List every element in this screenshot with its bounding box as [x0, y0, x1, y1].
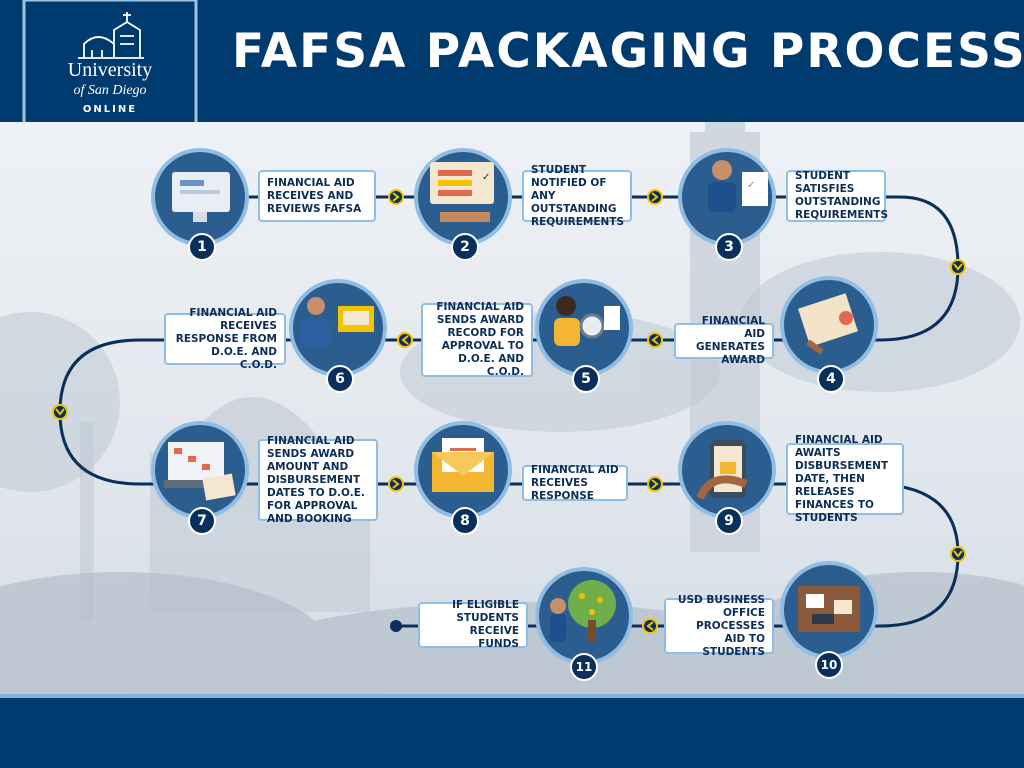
money-tree-icon — [550, 580, 616, 642]
logo-line-3: ONLINE — [83, 104, 137, 115]
checklist-screen-icon: ✓ — [430, 162, 494, 222]
step-2-label: STUDENT NOTIFIED OF ANY OUTSTANDING REQU… — [522, 164, 632, 228]
magnifying-glass-icon — [554, 296, 620, 346]
logo-line-2: of San Diego — [73, 83, 146, 98]
arrow-down-icon — [52, 404, 68, 420]
svg-text:✓: ✓ — [747, 180, 755, 191]
step-8-label: FINANCIAL AID RECEIVES RESPONSE — [522, 464, 628, 502]
step-10-label: USD BUSINESS OFFICE PROCESSES AID TO STU… — [664, 594, 774, 658]
arrow-down-icon — [950, 259, 966, 275]
step-5-label: FINANCIAL AID SENDS AWARD RECORD FOR APP… — [421, 301, 533, 378]
arrow-down-icon — [950, 546, 966, 562]
step-4-label: FINANCIAL AID GENERATES AWARD — [674, 315, 774, 366]
page-title: FAFSA PACKAGING PROCESS — [232, 24, 1024, 79]
flow-arrows — [52, 189, 966, 634]
step-5-number: 5 — [572, 365, 600, 393]
step-3-number: 3 — [715, 233, 743, 261]
office-desk-icon — [798, 586, 860, 632]
step-11-number: 11 — [570, 653, 598, 681]
arrow-right-icon — [388, 189, 404, 205]
step-circles — [151, 148, 878, 665]
step-7-label: FINANCIAL AID SENDS AWARD AMOUNT AND DIS… — [258, 435, 378, 525]
computer-monitor-icon — [172, 172, 230, 222]
step-2-number: 2 — [451, 233, 479, 261]
step-9-number: 9 — [715, 507, 743, 535]
laptop-calendar-icon — [164, 442, 236, 501]
step-8-number: 8 — [451, 507, 479, 535]
step-3-label: STUDENT SATISFIES OUTSTANDING REQUIREMEN… — [786, 170, 888, 222]
arrow-left-icon — [397, 332, 413, 348]
footer-bar — [0, 698, 1024, 768]
step-6-label: FINANCIAL AID RECEIVES RESPONSE FROM D.O… — [164, 307, 286, 371]
step-4-number: 4 — [817, 365, 845, 393]
step-11-label: IF ELIGIBLE STUDENTS RECEIVE FUNDS — [418, 599, 528, 650]
arrow-left-icon — [642, 618, 658, 634]
arrow-right-icon — [388, 476, 404, 492]
phone-mail-icon — [696, 440, 748, 500]
step-9-label: FINANCIAL AID AWAITS DISBURSEMENT DATE, … — [786, 434, 904, 524]
arrow-right-icon — [647, 476, 663, 492]
arrow-right-icon — [647, 189, 663, 205]
svg-text:✓: ✓ — [482, 172, 490, 183]
person-at-computer-icon — [300, 297, 374, 348]
step-10-number: 10 — [815, 651, 843, 679]
logo-line-1: University — [68, 59, 152, 81]
arrow-left-icon — [647, 332, 663, 348]
mission-building-icon — [78, 12, 144, 59]
step-1-number: 1 — [188, 233, 216, 261]
award-document-icon — [798, 293, 858, 355]
envelope-icon — [432, 438, 494, 492]
step-6-number: 6 — [326, 365, 354, 393]
step-7-number: 7 — [188, 507, 216, 535]
step-1-label: FINANCIAL AID RECEIVES AND REVIEWS FAFSA — [258, 170, 376, 222]
footer-accent-line — [0, 694, 1024, 698]
path-end-dot — [390, 620, 402, 632]
student-at-desk-icon: ✓ — [708, 160, 768, 212]
